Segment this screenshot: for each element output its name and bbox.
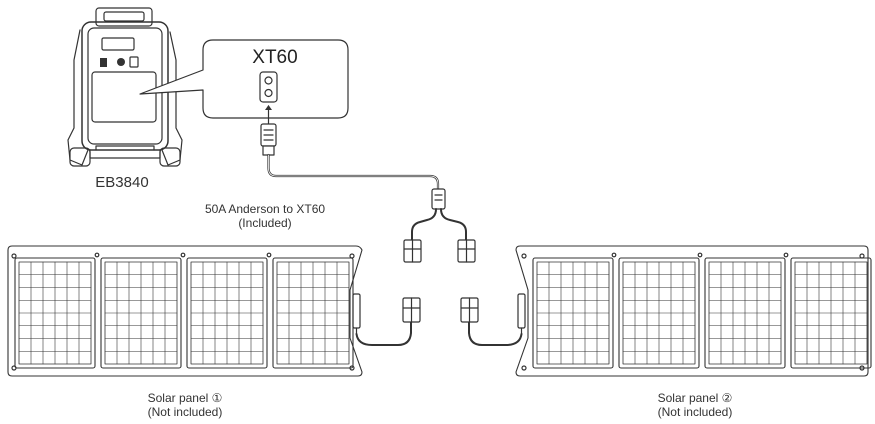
xt60-label: XT60 [252,47,298,68]
panel-2-note: (Not included) [657,405,733,419]
solar-panel-2 [460,245,872,377]
panel-2-module-2 [618,257,700,369]
panel-1-label: Solar panel ① (Not included) [120,391,250,419]
panel-1-note: (Not included) [147,405,223,419]
xt60-callout-bubble [139,39,349,119]
solar-panel-1 [7,245,421,377]
panel-1-module-2 [100,257,182,369]
panel-2-module-4 [790,257,872,369]
panel-2-module-3 [704,257,786,369]
anderson-to-xt60-cable [260,123,476,263]
cable-label: 50A Anderson to XT60 (Included) [180,202,350,230]
xt60-socket-icon [259,71,278,103]
device-model-label: EB3840 [95,174,149,191]
panel-2-module-1 [532,257,614,369]
panel-2-label: Solar panel ② (Not included) [630,391,760,419]
panel-1-module-3 [186,257,268,369]
power-station [67,7,183,167]
panel-2-name: Solar panel ② [657,391,733,405]
panel-1-module-1 [14,257,96,369]
cable-note: (Included) [238,216,292,230]
panel-1-name: Solar panel ① [147,391,223,405]
cable-name: 50A Anderson to XT60 [204,202,326,216]
